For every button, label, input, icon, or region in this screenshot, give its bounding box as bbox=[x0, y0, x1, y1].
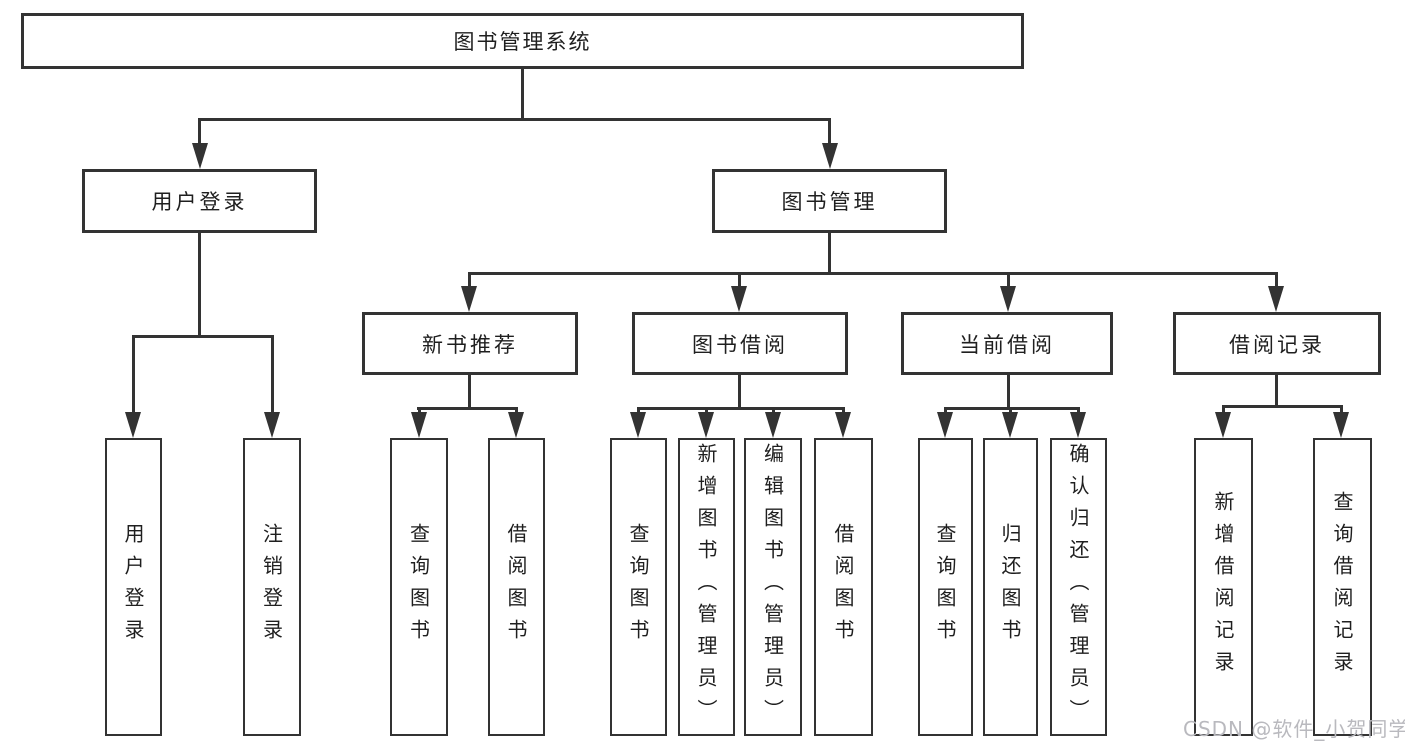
leaf-label: 归还图书 bbox=[998, 523, 1022, 651]
arrow-down-icon bbox=[411, 412, 427, 438]
leaf-label: 借阅图书 bbox=[504, 523, 528, 651]
connector-new-book-stub bbox=[468, 374, 471, 410]
arrow-down-icon bbox=[1070, 412, 1086, 438]
connector-level1-horizontal bbox=[198, 118, 831, 121]
leaf-query-books-recommend: 查询图书 bbox=[390, 438, 448, 736]
leaf-add-borrow-record: 新增借阅记录 bbox=[1194, 438, 1253, 736]
arrow-down-icon bbox=[1002, 412, 1018, 438]
arrow-down-icon bbox=[937, 412, 953, 438]
connector-root-stub bbox=[521, 68, 524, 121]
connector-drop-user-login bbox=[198, 118, 201, 146]
leaf-label: 确认归还（管理员） bbox=[1066, 443, 1090, 731]
node-new-book-recommend: 新书推荐 bbox=[362, 312, 578, 375]
connector-drop bbox=[1222, 405, 1225, 415]
leaf-return-books: 归还图书 bbox=[983, 438, 1038, 736]
connector-drop-book-borrow bbox=[738, 272, 741, 290]
leaf-borrow-books-recommend: 借阅图书 bbox=[488, 438, 545, 736]
leaf-borrow-books: 借阅图书 bbox=[814, 438, 873, 736]
leaf-label: 查询图书 bbox=[406, 523, 431, 651]
node-user-login: 用户登录 bbox=[82, 169, 317, 233]
connector-drop-current-borrow bbox=[1007, 272, 1010, 290]
arrow-down-icon bbox=[1000, 286, 1016, 312]
connector-user-login-stub bbox=[198, 232, 201, 338]
connector-level3-horizontal bbox=[468, 272, 1278, 275]
connector-drop-leaf-logout bbox=[271, 335, 274, 415]
arrow-down-icon bbox=[192, 143, 208, 169]
leaf-label: 借阅图书 bbox=[831, 523, 855, 651]
leaf-edit-books-admin: 编辑图书（管理员） bbox=[744, 438, 802, 736]
arrow-down-icon bbox=[461, 286, 477, 312]
arrow-down-icon bbox=[1333, 412, 1349, 438]
leaf-label: 查询图书 bbox=[933, 523, 957, 651]
node-book-management: 图书管理 bbox=[712, 169, 947, 233]
leaf-query-books-current: 查询图书 bbox=[918, 438, 973, 736]
arrow-down-icon bbox=[822, 143, 838, 169]
leaf-confirm-return-admin: 确认归还（管理员） bbox=[1050, 438, 1107, 736]
node-root-label: 图书管理系统 bbox=[453, 30, 592, 54]
arrow-down-icon bbox=[1268, 286, 1284, 312]
leaf-query-books-borrow: 查询图书 bbox=[610, 438, 667, 736]
connector-borrow-records-horizontal bbox=[1222, 405, 1342, 408]
node-borrow-records-label: 借阅记录 bbox=[1229, 332, 1325, 357]
connector-drop-new-book bbox=[468, 272, 471, 290]
node-book-management-label: 图书管理 bbox=[781, 190, 878, 214]
connector-current-borrow-stub bbox=[1007, 374, 1010, 410]
leaf-label: 注销登录 bbox=[259, 523, 284, 651]
arrow-down-icon bbox=[698, 412, 714, 438]
leaf-label: 用户登录 bbox=[121, 523, 145, 651]
node-borrow-records: 借阅记录 bbox=[1173, 312, 1381, 375]
connector-user-login-horizontal bbox=[132, 335, 274, 338]
connector-borrow-records-stub bbox=[1275, 374, 1278, 408]
leaf-label: 编辑图书（管理员） bbox=[760, 443, 785, 731]
node-user-login-label: 用户登录 bbox=[151, 190, 248, 214]
csdn-watermark: CSDN @软件_小贺同学 bbox=[1183, 717, 1405, 741]
connector-book-borrow-stub bbox=[738, 374, 741, 410]
leaf-user-login: 用户登录 bbox=[105, 438, 162, 736]
connector-drop bbox=[1340, 405, 1343, 415]
connector-book-borrow-horizontal bbox=[637, 407, 845, 410]
connector-drop-borrow-records bbox=[1275, 272, 1278, 290]
connector-drop-leaf-user-login bbox=[132, 335, 135, 415]
node-book-borrow-label: 图书借阅 bbox=[692, 332, 788, 357]
connector-drop-book-management bbox=[828, 118, 831, 146]
node-new-book-recommend-label: 新书推荐 bbox=[422, 332, 518, 357]
connector-book-management-stub bbox=[828, 232, 831, 275]
node-root: 图书管理系统 bbox=[21, 13, 1024, 69]
leaf-label: 查询借阅记录 bbox=[1330, 491, 1354, 683]
arrow-down-icon bbox=[630, 412, 646, 438]
arrow-down-icon bbox=[835, 412, 851, 438]
node-book-borrow: 图书借阅 bbox=[632, 312, 848, 375]
arrow-down-icon bbox=[125, 412, 141, 438]
arrow-down-icon bbox=[765, 412, 781, 438]
arrow-down-icon bbox=[731, 286, 747, 312]
leaf-label: 新增借阅记录 bbox=[1211, 491, 1235, 683]
node-current-borrow: 当前借阅 bbox=[901, 312, 1113, 375]
arrow-down-icon bbox=[1215, 412, 1231, 438]
leaf-label: 新增图书（管理员） bbox=[694, 443, 718, 731]
node-current-borrow-label: 当前借阅 bbox=[959, 332, 1055, 357]
arrow-down-icon bbox=[508, 412, 524, 438]
leaf-add-books-admin: 新增图书（管理员） bbox=[678, 438, 735, 736]
arrow-down-icon bbox=[264, 412, 280, 438]
connector-new-book-horizontal bbox=[417, 407, 518, 410]
leaf-label: 查询图书 bbox=[626, 523, 650, 651]
leaf-logout: 注销登录 bbox=[243, 438, 301, 736]
leaf-query-borrow-record: 查询借阅记录 bbox=[1313, 438, 1372, 736]
